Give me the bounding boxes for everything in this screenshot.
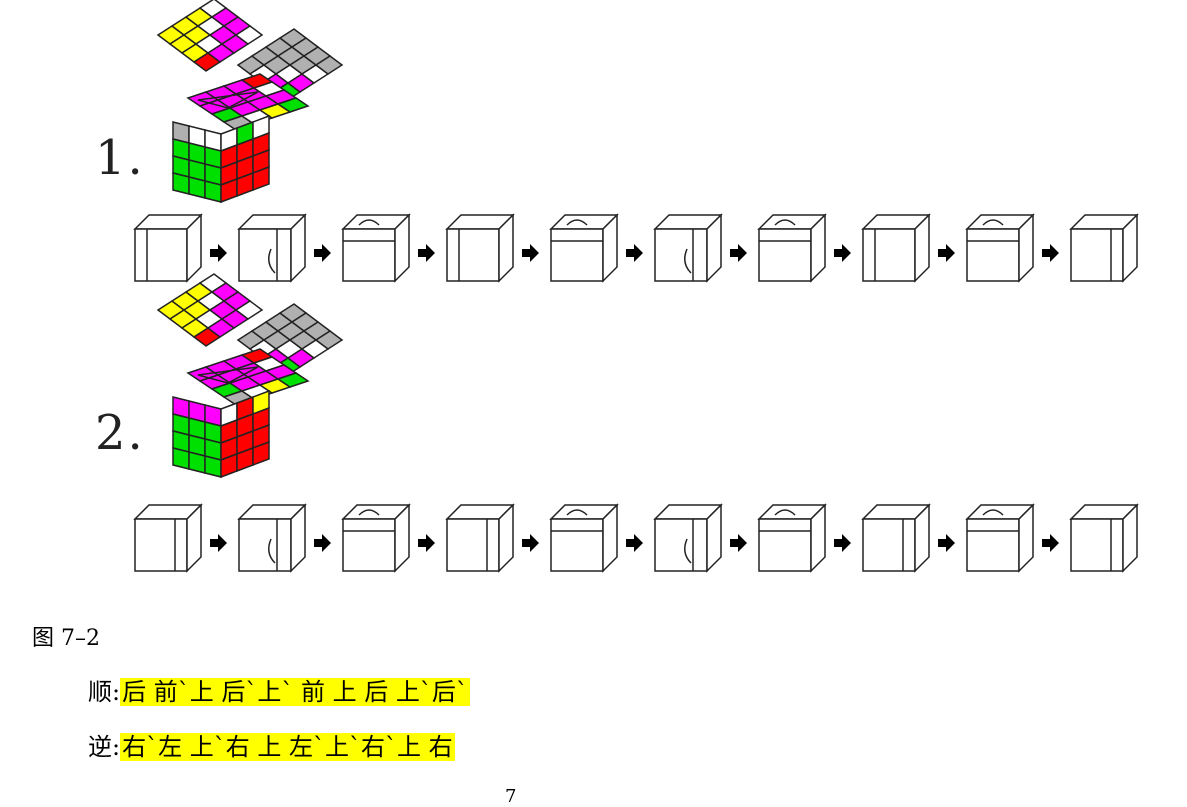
- small-cube-icon: [861, 503, 931, 573]
- front-right-face: [220, 114, 270, 204]
- sticker: [204, 455, 222, 478]
- small-cube-icon: [237, 213, 307, 283]
- next-arrow-icon: [210, 244, 227, 262]
- next-arrow-icon: [1042, 244, 1059, 262]
- next-arrow-icon: [626, 244, 643, 262]
- sticker: [314, 55, 344, 75]
- sticker: [276, 372, 310, 388]
- next-arrow-icon: [834, 534, 851, 552]
- formula-label: 逆:: [88, 733, 121, 761]
- small-cube-icon: [341, 213, 411, 283]
- small-cube-icon: [653, 213, 723, 283]
- small-cube-icon: [445, 503, 515, 573]
- sticker: [172, 447, 190, 470]
- next-arrow-icon: [522, 534, 539, 552]
- top-face-grid: [186, 348, 310, 406]
- small-cube-icon: [965, 503, 1035, 573]
- left-flap-grid: [156, 0, 264, 72]
- next-arrow-icon: [522, 244, 539, 262]
- move-arrow: [197, 366, 259, 384]
- move-arrow: [197, 91, 259, 109]
- next-arrow-icon: [834, 244, 851, 262]
- small-cube-icon: [1069, 213, 1139, 283]
- small-cube-icon: [549, 213, 619, 283]
- next-arrow-icon: [626, 534, 643, 552]
- next-arrow-icon: [1042, 534, 1059, 552]
- formula-moves: 右`左 上`右 上 左`上`右`上 右: [120, 733, 455, 761]
- small-cube-icon: [133, 503, 203, 573]
- sticker: [314, 330, 344, 350]
- sticker: [234, 25, 264, 45]
- front-right-face: [220, 389, 270, 479]
- step-2-label: 2.: [95, 405, 145, 461]
- page-number: 7: [505, 786, 517, 807]
- next-arrow-icon: [314, 534, 331, 552]
- sticker: [234, 300, 264, 320]
- move-sequence-row-2: [133, 503, 1139, 573]
- formula-moves: 后 前`上 后`上` 前 上 后 上`后`: [120, 678, 470, 706]
- small-cube-icon: [341, 503, 411, 573]
- sticker: [188, 451, 206, 474]
- next-arrow-icon: [938, 244, 955, 262]
- small-cube-icon: [653, 503, 723, 573]
- formula-line-reverse: 逆:右`左 上`右 上 左`上`右`上 右: [88, 727, 455, 762]
- next-arrow-icon: [418, 244, 435, 262]
- next-arrow-icon: [418, 534, 435, 552]
- front-left-face: [172, 121, 222, 203]
- move-sequence-row-1: [133, 213, 1139, 283]
- formula-label: 顺:: [88, 678, 121, 706]
- sticker: [252, 165, 270, 192]
- next-arrow-icon: [314, 244, 331, 262]
- small-cube-icon: [965, 213, 1035, 283]
- front-left-face: [172, 396, 222, 478]
- sticker: [204, 180, 222, 203]
- cube-diagram-1: [156, 0, 344, 204]
- figure-caption: 图 7–2: [32, 626, 100, 651]
- next-arrow-icon: [730, 244, 747, 262]
- next-arrow-icon: [210, 534, 227, 552]
- next-arrow-icon: [938, 534, 955, 552]
- small-cube-icon: [757, 503, 827, 573]
- small-cube-icon: [445, 213, 515, 283]
- next-arrow-icon: [730, 534, 747, 552]
- step-1-label: 1.: [95, 130, 145, 186]
- right-flap-grid: [236, 303, 344, 377]
- small-cube-icon: [757, 213, 827, 283]
- small-cube-icon: [549, 503, 619, 573]
- formula-line-forward: 顺:后 前`上 后`上` 前 上 后 上`后`: [88, 672, 470, 707]
- left-flap-grid: [156, 273, 264, 347]
- sticker: [188, 176, 206, 199]
- cube-diagram-2: [156, 273, 344, 479]
- small-cube-icon: [237, 503, 307, 573]
- small-cube-icon: [133, 213, 203, 283]
- small-cube-icon: [1069, 503, 1139, 573]
- sticker: [276, 97, 310, 113]
- sticker: [252, 440, 270, 467]
- small-cube-icon: [861, 213, 931, 283]
- right-flap-grid: [236, 28, 344, 102]
- sticker: [172, 172, 190, 195]
